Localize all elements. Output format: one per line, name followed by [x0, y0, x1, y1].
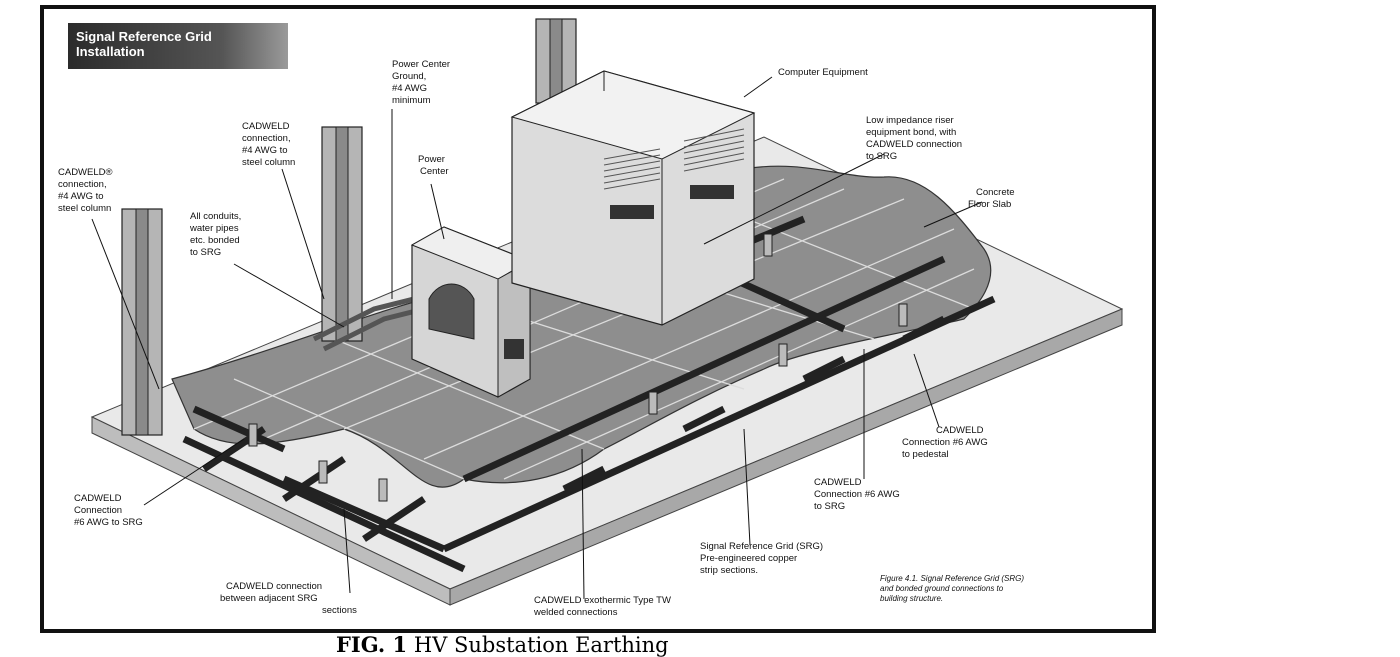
label-line: and bonded ground connections to: [880, 584, 1004, 593]
label-line: #6 AWG to SRG: [74, 517, 143, 528]
label-line: Connection: [74, 505, 122, 516]
label-computer-equipment: Computer Equipment: [778, 67, 868, 78]
label-line: #4 AWG: [392, 83, 427, 94]
label-power-center: Power Center: [418, 154, 449, 177]
label-line: between adjacent SRG: [220, 593, 318, 604]
label-cadweld-adjacent: CADWELD connection between adjacent SRG …: [220, 581, 357, 616]
label-line: Connection #6 AWG: [902, 437, 988, 448]
figure-note: Figure 4.1. Signal Reference Grid (SRG) …: [880, 574, 1024, 603]
leader-lines: [91, 76, 983, 600]
label-all-conduits: All conduits, water pipes etc. bonded to…: [189, 211, 241, 258]
label-line: Concrete: [976, 187, 1015, 198]
caption-text: HV Substation Earthing: [407, 633, 669, 657]
label-line: CADWELD: [814, 477, 862, 488]
power-center-cabinet: [410, 226, 532, 398]
label-line: CADWELD: [242, 121, 290, 132]
label-line: Floor Slab: [968, 199, 1011, 210]
label-line: steel column: [58, 203, 111, 214]
label-line: Signal Reference Grid (SRG): [700, 541, 823, 552]
label-line: CADWELD: [936, 425, 984, 436]
label-line: #4 AWG to: [58, 191, 104, 202]
label-line: CADWELD: [74, 493, 122, 504]
label-line: etc. bonded: [190, 235, 240, 246]
computer-equipment: [510, 70, 756, 326]
label-line: steel column: [242, 157, 295, 168]
label-line: to SRG: [866, 151, 897, 162]
label-line: Low impedance riser: [866, 115, 954, 126]
label-cadweld-srg-left: CADWELD Connection #6 AWG to SRG: [74, 493, 143, 528]
label-line: Ground,: [392, 71, 426, 82]
label-line: equipment bond, with: [866, 127, 956, 138]
label-line: Connection #6 AWG: [814, 489, 900, 500]
label-line: Pre-engineered copper: [700, 553, 797, 564]
label-line: to pedestal: [902, 449, 948, 460]
label-line: sections: [322, 605, 357, 616]
label-srg-copper: Signal Reference Grid (SRG) Pre-engineer…: [700, 541, 823, 576]
diagram-title: Signal Reference Grid Installation: [68, 23, 288, 69]
label-line: connection,: [242, 133, 291, 144]
figure-caption: FIG. 1 HV Substation Earthing: [0, 632, 1400, 657]
label-line: #4 AWG to: [242, 145, 288, 156]
label-cadweld-column-left: CADWELD® connection, #4 AWG to steel col…: [58, 167, 113, 214]
steel-column-left: [121, 208, 163, 436]
label-line: CADWELD connection: [866, 139, 962, 150]
label-cadweld-column-mid: CADWELD connection, #4 AWG to steel colu…: [242, 121, 295, 168]
label-line: water pipes: [189, 223, 239, 234]
srg-illustration: CADWELD® connection, #4 AWG to steel col…: [58, 18, 1124, 618]
label-line: CADWELD exothermic Type TW: [534, 595, 671, 606]
label-line: Center: [420, 166, 449, 177]
label-cadweld-srg-right: CADWELD Connection #6 AWG to SRG: [814, 477, 900, 512]
label-line: minimum: [392, 95, 431, 106]
diagram-figure: Signal Reference Grid Installation: [40, 5, 1156, 633]
title-line-1: Signal Reference Grid: [76, 29, 212, 44]
label-cadweld-pedestal: CADWELD Connection #6 AWG to pedestal: [902, 425, 988, 460]
label-line: Figure 4.1. Signal Reference Grid (SRG): [880, 574, 1024, 583]
label-line: Power Center: [392, 59, 450, 70]
title-line-2: Installation: [76, 44, 145, 59]
label-low-impedance: Low impedance riser equipment bond, with…: [866, 115, 962, 162]
caption-fig-number: FIG. 1: [336, 632, 408, 657]
steel-column-mid: [321, 126, 363, 342]
label-power-center-ground: Power Center Ground, #4 AWG minimum: [392, 59, 450, 106]
label-line: welded connections: [533, 607, 618, 618]
label-line: strip sections.: [700, 565, 758, 576]
label-line: All conduits,: [190, 211, 241, 222]
label-line: building structure.: [880, 594, 943, 603]
label-line: Computer Equipment: [778, 67, 868, 78]
label-concrete-floor: Concrete Floor Slab: [968, 187, 1015, 210]
label-cadweld-exothermic: CADWELD exothermic Type TW welded connec…: [533, 595, 671, 618]
label-line: Power: [418, 154, 445, 165]
label-line: to SRG: [190, 247, 221, 258]
label-line: CADWELD connection: [226, 581, 322, 592]
label-line: CADWELD®: [58, 167, 113, 178]
label-line: to SRG: [814, 501, 845, 512]
label-line: connection,: [58, 179, 107, 190]
